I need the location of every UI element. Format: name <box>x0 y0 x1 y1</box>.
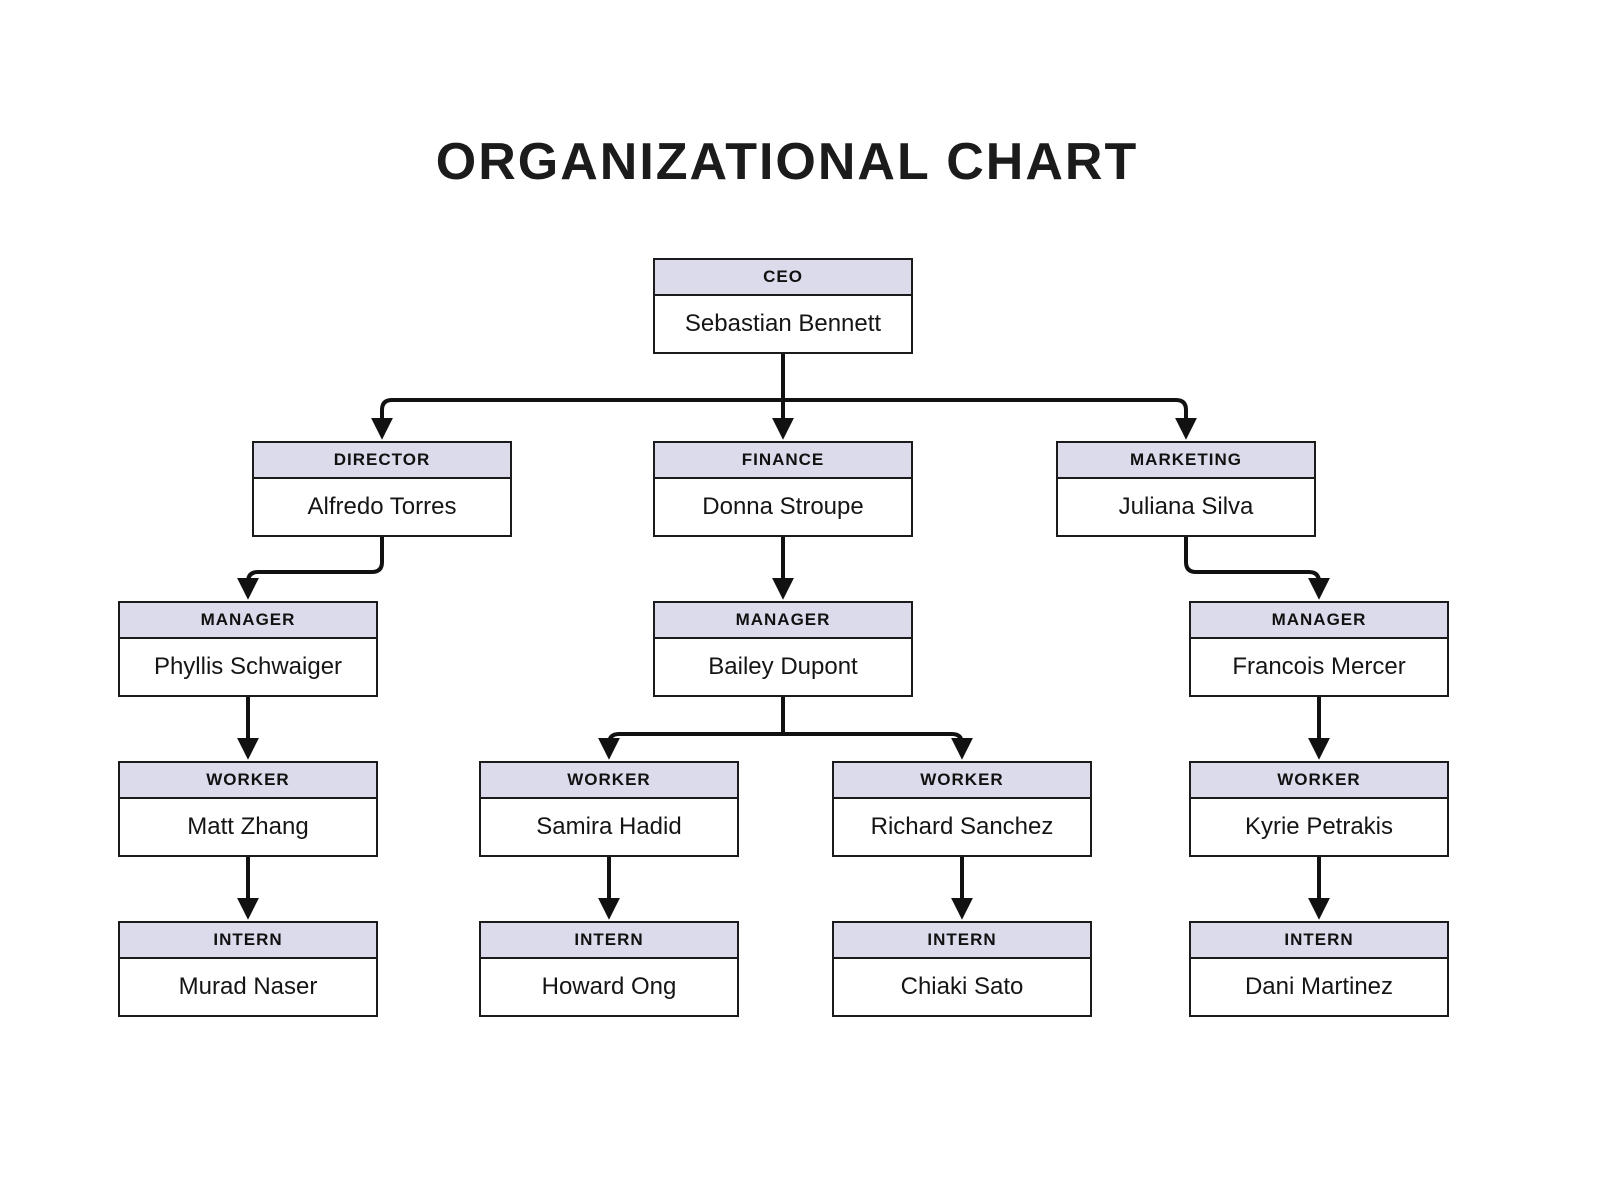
org-node-worker-3: WORKER Richard Sanchez <box>832 761 1092 857</box>
person-name: Murad Naser <box>120 959 376 1015</box>
person-name: Matt Zhang <box>120 799 376 855</box>
role-header: WORKER <box>120 763 376 799</box>
edge-marketing-manager <box>1184 537 1330 600</box>
org-node-worker-4: WORKER Kyrie Petrakis <box>1189 761 1449 857</box>
edge-ceo-marketing <box>783 398 1197 440</box>
org-node-marketing: MARKETING Juliana Silva <box>1056 441 1316 537</box>
person-name: Bailey Dupont <box>655 639 911 695</box>
org-node-ceo: CEO Sebastian Bennett <box>653 258 913 354</box>
org-node-intern-2: INTERN Howard Ong <box>479 921 739 1017</box>
person-name: Richard Sanchez <box>834 799 1090 855</box>
role-header: FINANCE <box>655 443 911 479</box>
person-name: Sebastian Bennett <box>655 296 911 352</box>
org-node-worker-1: WORKER Matt Zhang <box>118 761 378 857</box>
org-node-intern-3: INTERN Chiaki Sato <box>832 921 1092 1017</box>
edge-manager2-worker3 <box>783 732 973 760</box>
edge-ceo-director <box>371 398 783 440</box>
person-name: Samira Hadid <box>481 799 737 855</box>
org-node-manager-2: MANAGER Bailey Dupont <box>653 601 913 697</box>
role-header: INTERN <box>481 923 737 959</box>
role-header: INTERN <box>1191 923 1447 959</box>
person-name: Dani Martinez <box>1191 959 1447 1015</box>
person-name: Francois Mercer <box>1191 639 1447 695</box>
person-name: Chiaki Sato <box>834 959 1090 1015</box>
person-name: Juliana Silva <box>1058 479 1314 535</box>
org-node-finance: FINANCE Donna Stroupe <box>653 441 913 537</box>
edge-manager2-worker2 <box>598 732 783 760</box>
org-node-worker-2: WORKER Samira Hadid <box>479 761 739 857</box>
org-node-intern-1: INTERN Murad Naser <box>118 921 378 1017</box>
role-header: CEO <box>655 260 911 296</box>
role-header: MARKETING <box>1058 443 1314 479</box>
role-header: WORKER <box>481 763 737 799</box>
role-header: MANAGER <box>120 603 376 639</box>
org-node-manager-3: MANAGER Francois Mercer <box>1189 601 1449 697</box>
org-node-manager-1: MANAGER Phyllis Schwaiger <box>118 601 378 697</box>
person-name: Kyrie Petrakis <box>1191 799 1447 855</box>
role-header: MANAGER <box>1191 603 1447 639</box>
person-name: Donna Stroupe <box>655 479 911 535</box>
page-title: ORGANIZATIONAL CHART <box>435 133 1139 191</box>
role-header: WORKER <box>1191 763 1447 799</box>
person-name: Howard Ong <box>481 959 737 1015</box>
role-header: INTERN <box>120 923 376 959</box>
role-header: WORKER <box>834 763 1090 799</box>
role-header: INTERN <box>834 923 1090 959</box>
edge-director-manager <box>237 537 384 600</box>
person-name: Alfredo Torres <box>254 479 510 535</box>
org-node-intern-4: INTERN Dani Martinez <box>1189 921 1449 1017</box>
org-node-director: DIRECTOR Alfredo Torres <box>252 441 512 537</box>
role-header: MANAGER <box>655 603 911 639</box>
person-name: Phyllis Schwaiger <box>120 639 376 695</box>
role-header: DIRECTOR <box>254 443 510 479</box>
